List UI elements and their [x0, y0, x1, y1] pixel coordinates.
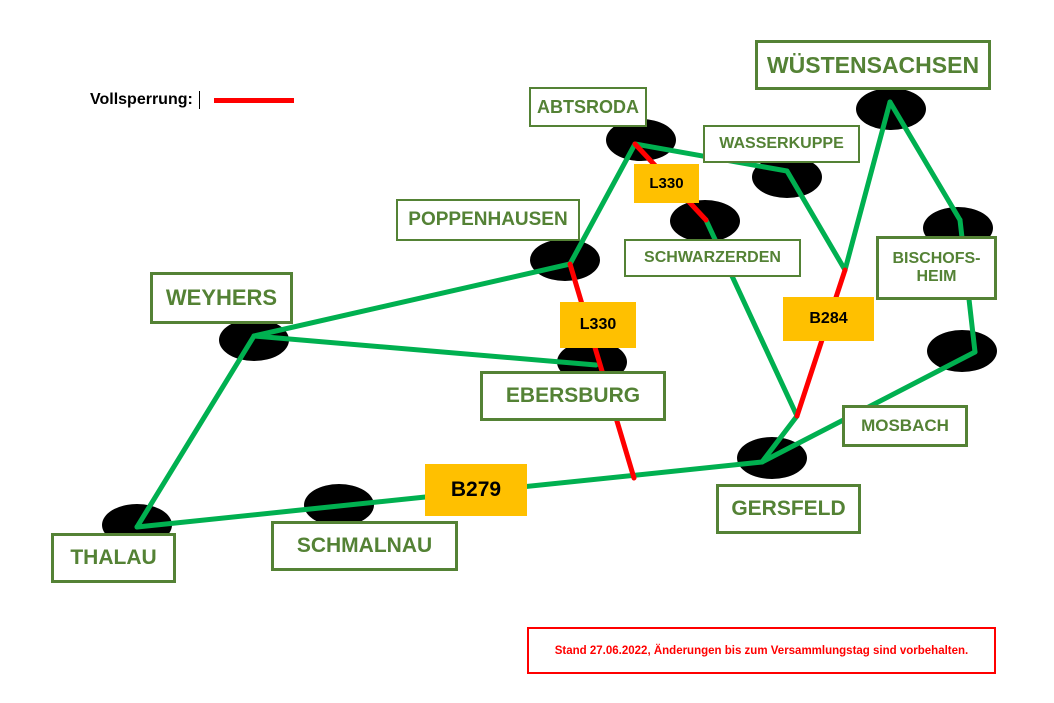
- legend: Vollsperrung:: [90, 91, 294, 109]
- town-label-schwarzerden: SCHWARZERDEN: [624, 239, 801, 277]
- legend-label: Vollsperrung:: [90, 91, 193, 108]
- town-label-bischofsheim: BISCHOFS- HEIM: [876, 236, 997, 300]
- town-label-thalau: THALAU: [51, 533, 176, 583]
- node-wuestensachsen: [856, 88, 926, 130]
- road-bischofsheim-wuestensachsen: [887, 99, 963, 223]
- town-label-abtsroda: ABTSRODA: [529, 87, 647, 127]
- town-label-poppenhausen: POPPENHAUSEN: [396, 199, 580, 241]
- road-weyhers-poppenhausen: [251, 261, 573, 339]
- text-cursor: [198, 91, 200, 109]
- town-label-weyhers: WEYHERS: [150, 272, 293, 324]
- road-label-b284: B284: [783, 297, 874, 341]
- road-poppenhausen-abtsroda: [567, 141, 638, 267]
- town-label-schmalnau: SCHMALNAU: [271, 521, 458, 571]
- legend-closure-line: [213, 97, 294, 103]
- town-label-ebersburg: EBERSBURG: [480, 371, 666, 421]
- status-note: Stand 27.06.2022, Änderungen bis zum Ver…: [527, 627, 996, 674]
- node-poppenhausen: [530, 239, 600, 281]
- closure-b284: [794, 267, 848, 419]
- road-label-b279: B279: [425, 464, 527, 516]
- town-label-wasserkuppe: WASSERKUPPE: [703, 125, 860, 163]
- road-label-l330-lower: L330: [560, 302, 636, 348]
- road-wasserkuppe-b284: [784, 168, 848, 273]
- town-label-mosbach: MOSBACH: [842, 405, 968, 447]
- road-gersfeld-junction: [759, 413, 800, 465]
- town-label-wuestensachsen: WÜSTENSACHSEN: [755, 40, 991, 90]
- town-label-gersfeld: GERSFELD: [716, 484, 861, 534]
- road-label-l330-upper: L330: [634, 164, 699, 203]
- road-wuestensachsen-b284: [842, 99, 893, 273]
- node-mosbach: [927, 330, 997, 372]
- road-weyhers-ebersburg: [251, 333, 599, 368]
- road-thalau-weyhers: [134, 333, 257, 530]
